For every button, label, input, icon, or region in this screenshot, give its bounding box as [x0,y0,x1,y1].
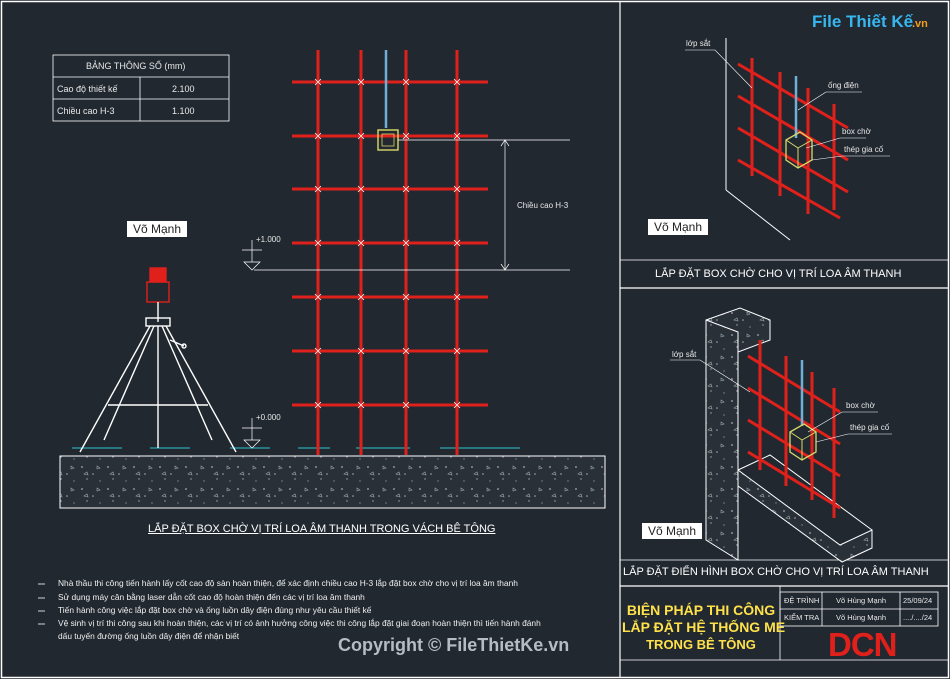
submit-name: Võ Hùng Mạnh [836,596,887,605]
author-tag: Võ Mạnh [127,221,188,237]
rebar-tie-mark [402,239,410,247]
rebar-tie-mark [357,132,365,140]
rebar-tie-mark [357,347,365,355]
elevation-bottom-label: +0.000 [256,413,281,422]
label-thep-gia-co: thép gia cố [850,423,890,432]
site-logo: File Thiết Kế .vn [812,8,932,38]
rebar-tie-mark [402,347,410,355]
brand-logo: DCN [828,626,897,663]
rebar-tie-mark [402,132,410,140]
submit-label: ĐỆ TRÌNH [784,596,820,605]
parameter-table [52,54,230,122]
title-line: LẮP ĐẶT HỆ THỐNG ME [622,619,786,635]
note-line: Sử dụng máy cân bằng laser dẫn cốt cao đ… [58,592,365,602]
title-line: BIỆN PHÁP THI CÔNG [626,602,776,618]
label-thep-gia-co: thép gia cố [844,145,884,154]
detail-2-caption: LẮP ĐẶT ĐIỂN HÌNH BOX CHỜ CHO VỊ TRÍ LOA… [623,566,929,578]
rebar-tie-mark [357,239,365,247]
rebar-tie-mark [402,293,410,301]
rebar-tie-mark [453,185,461,193]
dimension-label: Chiều cao H-3 [517,201,569,210]
detail-1-drawing [685,38,890,241]
title-line: TRONG BÊ TÔNG [646,637,756,652]
copyright-watermark: Copyright © FileThietKe.vn [338,635,570,655]
rebar-tie-mark [314,401,322,409]
table-row-label: Chiều cao H-3 [57,106,115,116]
laser-level-tripod [79,267,237,453]
rebar-tie-mark [402,185,410,193]
table-row-label: Cao độ thiết kế [57,84,118,94]
rebar-tie-mark [453,401,461,409]
table-row-value: 2.100 [172,84,195,94]
author-tag: Võ Mạnh [648,219,709,235]
label-ong-dien: ống điện [828,81,859,90]
detail-2-drawing [670,307,892,563]
concrete-slab [59,455,606,509]
label-box-cho: box chờ [842,127,871,136]
rebar-tie-mark [453,78,461,86]
check-date: ..../..../24 [903,613,933,622]
check-label: KIỂM TRA [784,613,820,622]
rebar-tie-mark [314,239,322,247]
table-header: BẢNG THÔNG SỐ (mm) [86,61,186,71]
table-row-value: 1.100 [172,106,195,116]
rebar-tie-mark [314,78,322,86]
rebar-grid-main [292,50,488,455]
logo-tld: .vn [912,18,928,30]
submit-date: 25/09/24 [903,596,933,605]
author-tag: Võ Mạnh [642,523,703,539]
rebar-tie-mark [402,78,410,86]
rebar-tie-mark [357,401,365,409]
note-line: Tiến hành công việc lắp đặt box chờ và ố… [58,605,372,615]
note-line: Nhà thầu thi công tiến hành lấy cốt cao … [58,578,518,588]
rebar-tie-mark [357,185,365,193]
label-box-cho: box chờ [846,401,875,410]
label-lop-sat: lớp sắt [672,350,697,359]
rebar-tie-mark [314,293,322,301]
detail-1-caption: LẮP ĐẶT BOX CHỜ CHO VỊ TRÍ LOA ÂM THANH [655,268,902,280]
rebar-tie-mark [357,293,365,301]
elevation-top-label: +1.000 [256,235,281,244]
note-line: Vệ sinh vị trí thi công sau khi hoàn thi… [58,618,541,628]
rebar-tie-mark [314,347,322,355]
rebar-tie-mark [402,401,410,409]
speaker-box-main [377,129,399,151]
logo-text: File Thiết Kế [812,12,914,31]
check-name: Võ Hùng Mạnh [836,613,887,622]
drawing-title: BIỆN PHÁP THI CÔNG LẮP ĐẶT HỆ THỐNG ME T… [622,602,786,653]
rebar-tie-mark [453,132,461,140]
rebar-tie-mark [453,293,461,301]
rebar-tie-mark [314,185,322,193]
rebar-tie-mark [314,132,322,140]
rebar-tie-mark [453,239,461,247]
main-caption: LẮP ĐẶT BOX CHỜ VỊ TRÍ LOA ÂM THANH TRON… [148,523,496,535]
rebar-tie-mark [453,347,461,355]
label-lop-sat: lớp sắt [686,39,711,48]
rebar-tie-mark [357,78,365,86]
title-block-grid [620,586,948,661]
note-line: dấu tuyến đường ống luồn dây điện để nhậ… [58,631,240,641]
